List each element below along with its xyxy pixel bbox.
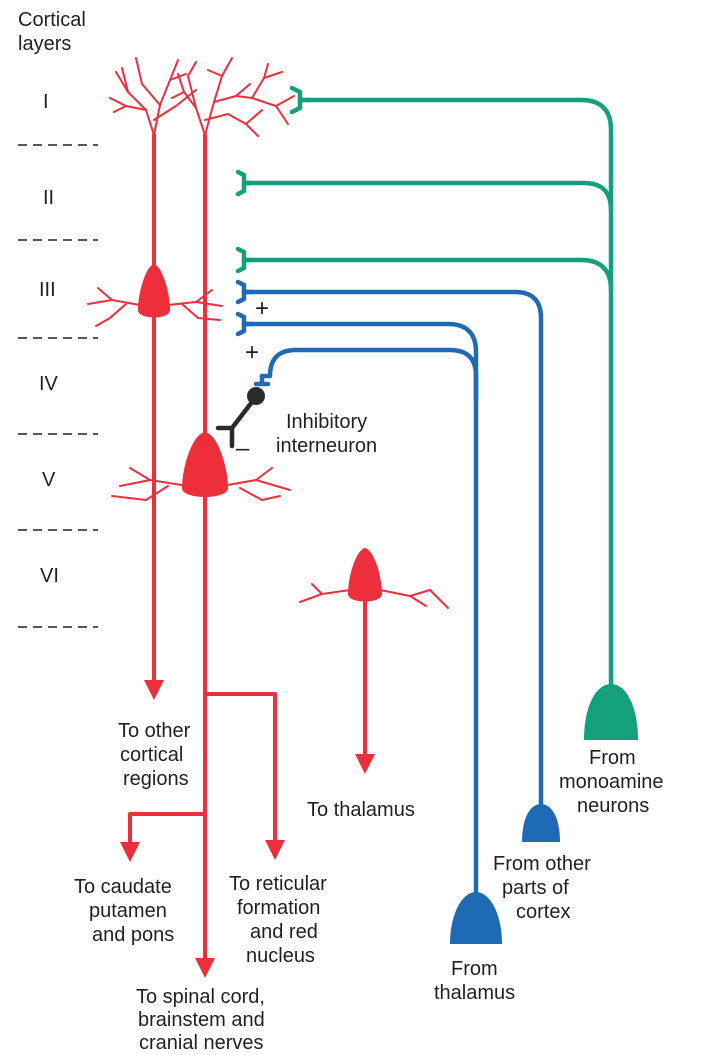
caudate-branch bbox=[120, 812, 207, 862]
thalamic-projections bbox=[235, 279, 560, 944]
cortex-input-soma bbox=[522, 804, 560, 842]
efferent-axons bbox=[120, 133, 285, 978]
label-line: nucleus bbox=[246, 945, 315, 967]
excitatory-sign: + bbox=[255, 295, 269, 322]
spinal-label: To spinal cord, brainstem and cranial ne… bbox=[136, 986, 271, 1054]
label-line: brainstem and bbox=[138, 1009, 265, 1031]
monoamine-soma bbox=[584, 684, 638, 740]
label-line: Inhibitory bbox=[286, 411, 367, 433]
excitatory-sign: + bbox=[245, 339, 259, 366]
synapse-terminal bbox=[235, 246, 255, 274]
inhibitory-synapse bbox=[215, 425, 235, 449]
label-line: From other bbox=[493, 853, 591, 875]
pyramidal-neuron-layer6 bbox=[299, 548, 449, 774]
from-monoamine-label: From monoamine neurons bbox=[559, 747, 669, 817]
pyramidal-neuron-layer5 bbox=[111, 432, 291, 501]
label-line: From bbox=[451, 958, 498, 980]
layer-label-4: IV bbox=[39, 373, 59, 395]
label-line: and red bbox=[250, 921, 318, 943]
label-line: To other bbox=[118, 720, 191, 742]
label-line: To reticular bbox=[229, 873, 327, 895]
from-thalamus-label: From thalamus bbox=[434, 958, 515, 1004]
layers-header-line2: layers bbox=[18, 33, 71, 55]
apical-dendrite-tuft bbox=[109, 57, 295, 137]
from-other-cortex-label: From other parts of cortex bbox=[493, 853, 596, 923]
label-line: putamen bbox=[89, 900, 167, 922]
synapse-terminal bbox=[235, 279, 255, 305]
label-line: interneuron bbox=[276, 435, 377, 457]
layers-header-line1: Cortical bbox=[18, 9, 86, 31]
inhibitory-interneuron bbox=[215, 387, 265, 449]
label-line: regions bbox=[123, 768, 189, 790]
label-line: thalamus bbox=[434, 982, 515, 1004]
label-line: To spinal cord, bbox=[136, 986, 265, 1008]
label-line: neurons bbox=[577, 795, 649, 817]
reticular-branch bbox=[203, 692, 285, 860]
reticular-label: To reticular formation and red nucleus bbox=[229, 873, 332, 967]
label-line: cortical bbox=[120, 744, 183, 766]
layers-header: Cortical layers bbox=[18, 9, 91, 55]
label-line: and pons bbox=[92, 924, 174, 946]
layer-label-2: II bbox=[43, 187, 54, 209]
synapse-terminal bbox=[235, 169, 255, 197]
layer-label-3: III bbox=[39, 279, 56, 301]
synapse-terminal bbox=[235, 311, 255, 337]
layer-label-5: V bbox=[42, 469, 56, 491]
label-line: cranial nerves bbox=[139, 1032, 264, 1054]
layer-label-6: VI bbox=[40, 565, 59, 587]
inhibitory-interneuron-label: Inhibitory interneuron bbox=[276, 411, 377, 457]
layer-label-1: I bbox=[43, 91, 49, 113]
thalamus-output-label: To thalamus bbox=[307, 799, 415, 821]
synapse-terminal bbox=[289, 85, 313, 115]
synapse-terminal bbox=[253, 373, 271, 387]
label-line: monoamine bbox=[559, 771, 664, 793]
label-line: formation bbox=[237, 897, 320, 919]
label-line: parts of bbox=[502, 877, 569, 899]
other-cortical-label: To other cortical regions bbox=[118, 720, 196, 790]
thalamus-input-soma bbox=[450, 892, 502, 944]
monoamine-projections bbox=[235, 85, 638, 740]
label-line: From bbox=[589, 747, 636, 769]
layer-labels: I II III IV V VI bbox=[39, 91, 59, 587]
inhibitory-sign: – bbox=[236, 435, 250, 462]
caudate-label: To caudate putamen and pons bbox=[74, 876, 177, 946]
label-line: cortex bbox=[516, 901, 570, 923]
label-line: To caudate bbox=[74, 876, 172, 898]
layer-dividers bbox=[18, 144, 98, 628]
